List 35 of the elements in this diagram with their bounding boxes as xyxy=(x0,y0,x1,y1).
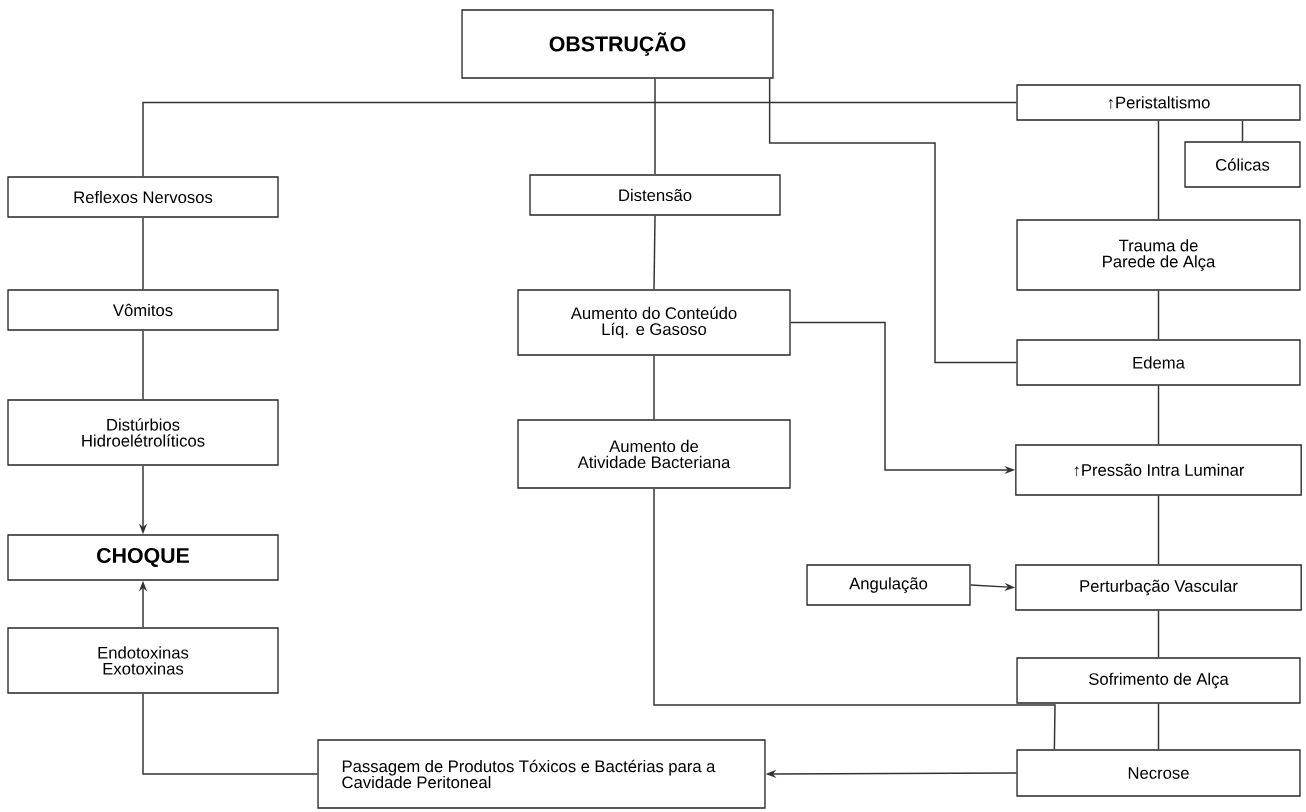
connector xyxy=(142,216,144,291)
process-box: Aumento do Conteúdo Líq. e Gasoso xyxy=(517,289,791,356)
connector xyxy=(768,77,1018,364)
connector xyxy=(1157,119,1160,221)
process-box: Trauma de Parede de Alça xyxy=(1016,219,1301,291)
process-box: Distúrbios Hidroelétrolíticos xyxy=(7,399,279,466)
process-box: Edema xyxy=(1016,339,1301,386)
connector xyxy=(1157,384,1160,446)
process-box: Necrose xyxy=(1016,749,1301,797)
connector xyxy=(1157,289,1160,341)
connector xyxy=(1157,494,1160,566)
process-box: Reflexos Nervosos xyxy=(7,176,279,218)
connector xyxy=(142,101,1018,178)
process-box: Distensão xyxy=(529,174,781,216)
connector xyxy=(654,77,656,176)
connector xyxy=(1157,609,1160,659)
process-box: ↑Pressão Intra Luminar xyxy=(1015,444,1302,496)
connector xyxy=(1157,702,1160,751)
process-box: Vômitos xyxy=(7,289,279,331)
heading-box: CHOQUE xyxy=(7,534,279,581)
connector xyxy=(1241,119,1244,143)
connector xyxy=(142,329,144,401)
connector xyxy=(142,692,319,775)
process-box: Cólicas xyxy=(1184,141,1301,188)
heading-box: OBSTRUÇÃO xyxy=(461,9,774,79)
connector xyxy=(653,487,1056,751)
process-box: Endotoxinas Exotoxinas xyxy=(7,627,279,694)
process-box: ↑Peristaltismo xyxy=(1016,84,1301,121)
process-box: Angulação xyxy=(806,564,971,606)
connector xyxy=(653,214,656,291)
connector xyxy=(653,354,655,421)
process-box: Aumento de Atividade Bacteriana xyxy=(517,419,791,489)
process-box: Perturbação Vascular xyxy=(1015,564,1302,611)
process-box: Sofrimento de Alça xyxy=(1016,657,1301,704)
process-box: Passagem de Produtos Tóxicos e Bactérias para a Cavidade Peritoneal xyxy=(317,739,766,809)
